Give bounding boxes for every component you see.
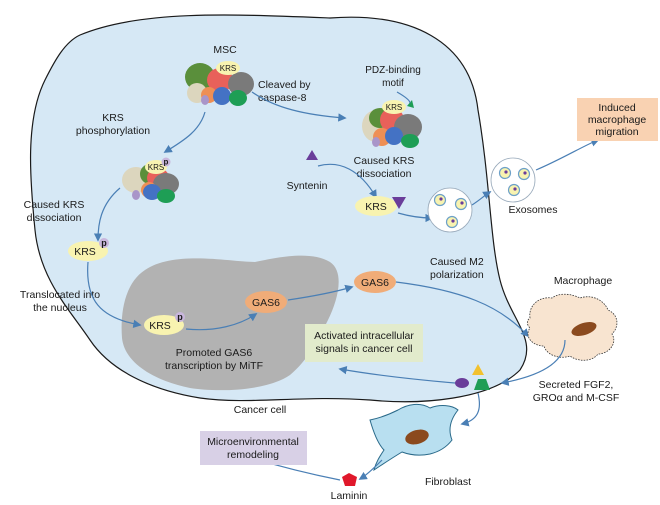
free-krs-left: KRS p bbox=[68, 238, 109, 261]
gas6-nucleus-label: GAS6 bbox=[252, 297, 280, 309]
phospho-p-label: p bbox=[164, 158, 169, 167]
exosomes-label: Exosomes bbox=[508, 204, 557, 216]
exosomes-cluster bbox=[490, 157, 536, 203]
m2-label-1: Caused M2 bbox=[430, 256, 484, 268]
cleaved-krs-label: KRS bbox=[386, 103, 402, 112]
pdz-label-1: PDZ-binding bbox=[365, 65, 421, 76]
gas6-cytoplasm: GAS6 bbox=[354, 271, 396, 293]
arrow-syntenin bbox=[317, 163, 377, 199]
pdz-label-2: motif bbox=[382, 78, 404, 89]
arrow-gas6-out bbox=[287, 284, 354, 301]
secreted-1: Secreted FGF2, bbox=[539, 379, 614, 391]
triangle-factor bbox=[472, 364, 484, 375]
trapezoid-factor bbox=[474, 379, 490, 390]
msc-complex: KRS bbox=[185, 61, 254, 106]
msc-krs-label: KRS bbox=[220, 64, 236, 73]
arrow-factors-to-fibro bbox=[460, 392, 481, 427]
induced-1: Induced bbox=[598, 102, 636, 114]
nucleus-krs-p: p bbox=[177, 312, 183, 322]
syntenin-label: Syntenin bbox=[287, 180, 328, 192]
induced-migration-box bbox=[577, 98, 658, 141]
arrow-fibro-to-laminin bbox=[358, 459, 383, 480]
caspase-label-1: Cleaved by bbox=[258, 79, 311, 91]
ellipse-factor bbox=[455, 378, 469, 388]
macrophage-label: Macrophage bbox=[554, 275, 613, 287]
arrow-factors-to-cell bbox=[338, 366, 456, 384]
free-krs-left-p: p bbox=[101, 238, 107, 248]
activated-1: Activated intracellular bbox=[314, 330, 414, 342]
macrophage-nucleus bbox=[571, 322, 597, 336]
dissoc-right-2: dissociation bbox=[357, 168, 412, 180]
gas6-cytoplasm-label: GAS6 bbox=[361, 277, 389, 289]
msc-label: MSC bbox=[213, 44, 237, 56]
promoted-1: Promoted GAS6 bbox=[176, 347, 253, 359]
micro-1: Microenvironmental bbox=[207, 436, 299, 448]
phospho-label-1: KRS bbox=[102, 112, 124, 124]
krs-syntenin-label: KRS bbox=[365, 201, 387, 213]
arrow-msc-to-cleaved bbox=[251, 91, 347, 122]
micro-box bbox=[200, 431, 307, 465]
arrow-macro-to-factors bbox=[500, 339, 566, 386]
arrow-gas6-to-macrophage bbox=[395, 281, 530, 338]
translocated-1: Translocated into bbox=[20, 289, 100, 301]
micro-2: remodeling bbox=[227, 449, 279, 461]
cancer-cell-label: Cancer cell bbox=[234, 404, 287, 416]
m2-label-2: polarization bbox=[430, 269, 484, 281]
phospho-krs-label: KRS bbox=[148, 163, 164, 172]
arrow-exosome-to-migration bbox=[535, 138, 600, 171]
krs-syntenin: KRS bbox=[355, 196, 406, 216]
nucleus-krs-label: KRS bbox=[149, 320, 171, 332]
arrow-vesicle-to-exosome bbox=[471, 191, 492, 206]
arrow-krs-to-gas6 bbox=[185, 313, 258, 331]
arrow-translocate bbox=[87, 261, 142, 328]
induced-3: migration bbox=[595, 126, 638, 138]
phospho-label-2: phosphorylation bbox=[76, 125, 150, 137]
syntenin-icon bbox=[306, 150, 318, 160]
activated-box bbox=[305, 324, 423, 362]
induced-2: macrophage bbox=[588, 114, 647, 126]
fibroblast-label: Fibroblast bbox=[425, 476, 471, 488]
pdz-pointer bbox=[396, 91, 411, 104]
nucleus bbox=[121, 255, 339, 391]
cleaved-complex: KRS bbox=[362, 100, 422, 148]
arrow-phospho-to-krs bbox=[93, 187, 121, 242]
dissoc-left-2: dissociation bbox=[27, 212, 82, 224]
free-krs-left-label: KRS bbox=[74, 246, 96, 258]
laminin-label: Laminin bbox=[331, 490, 368, 500]
secreted-2: GROα and M-CSF bbox=[533, 392, 620, 404]
translocated-2: the nucleus bbox=[33, 302, 87, 314]
activated-2: signals in cancer cell bbox=[316, 343, 413, 355]
gas6-nucleus: GAS6 bbox=[245, 291, 287, 313]
nucleus-krs: KRS p bbox=[144, 312, 185, 335]
laminin-icon bbox=[342, 473, 357, 486]
promoted-2: transcription by MiTF bbox=[165, 360, 263, 372]
caspase-label-2: caspase-8 bbox=[258, 92, 307, 104]
phospho-complex: KRS p bbox=[122, 157, 179, 203]
dissoc-left-1: Caused KRS bbox=[24, 199, 85, 211]
arrow-msc-to-phospho bbox=[163, 111, 206, 153]
dissoc-right-1: Caused KRS bbox=[354, 155, 415, 167]
fibroblast-nucleus bbox=[405, 429, 429, 445]
macrophage-cell bbox=[526, 293, 618, 361]
vesicle-intracellular bbox=[427, 187, 473, 233]
